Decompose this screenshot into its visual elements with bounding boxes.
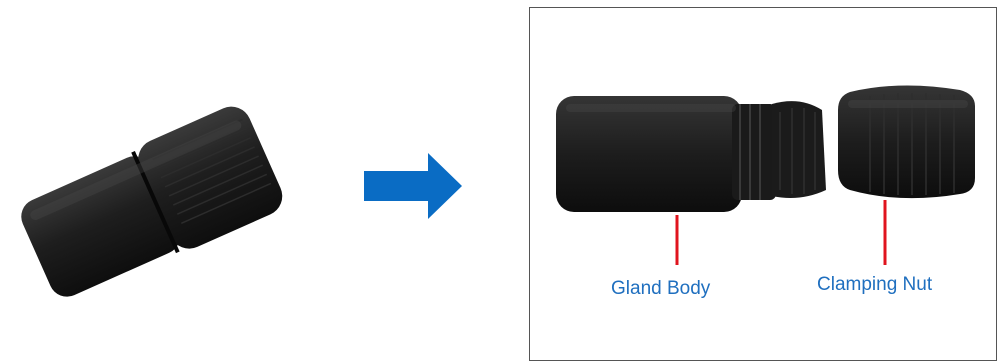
gland-body-label: Gland Body: [611, 278, 710, 300]
clamping-nut-label: Clamping Nut: [817, 274, 932, 296]
